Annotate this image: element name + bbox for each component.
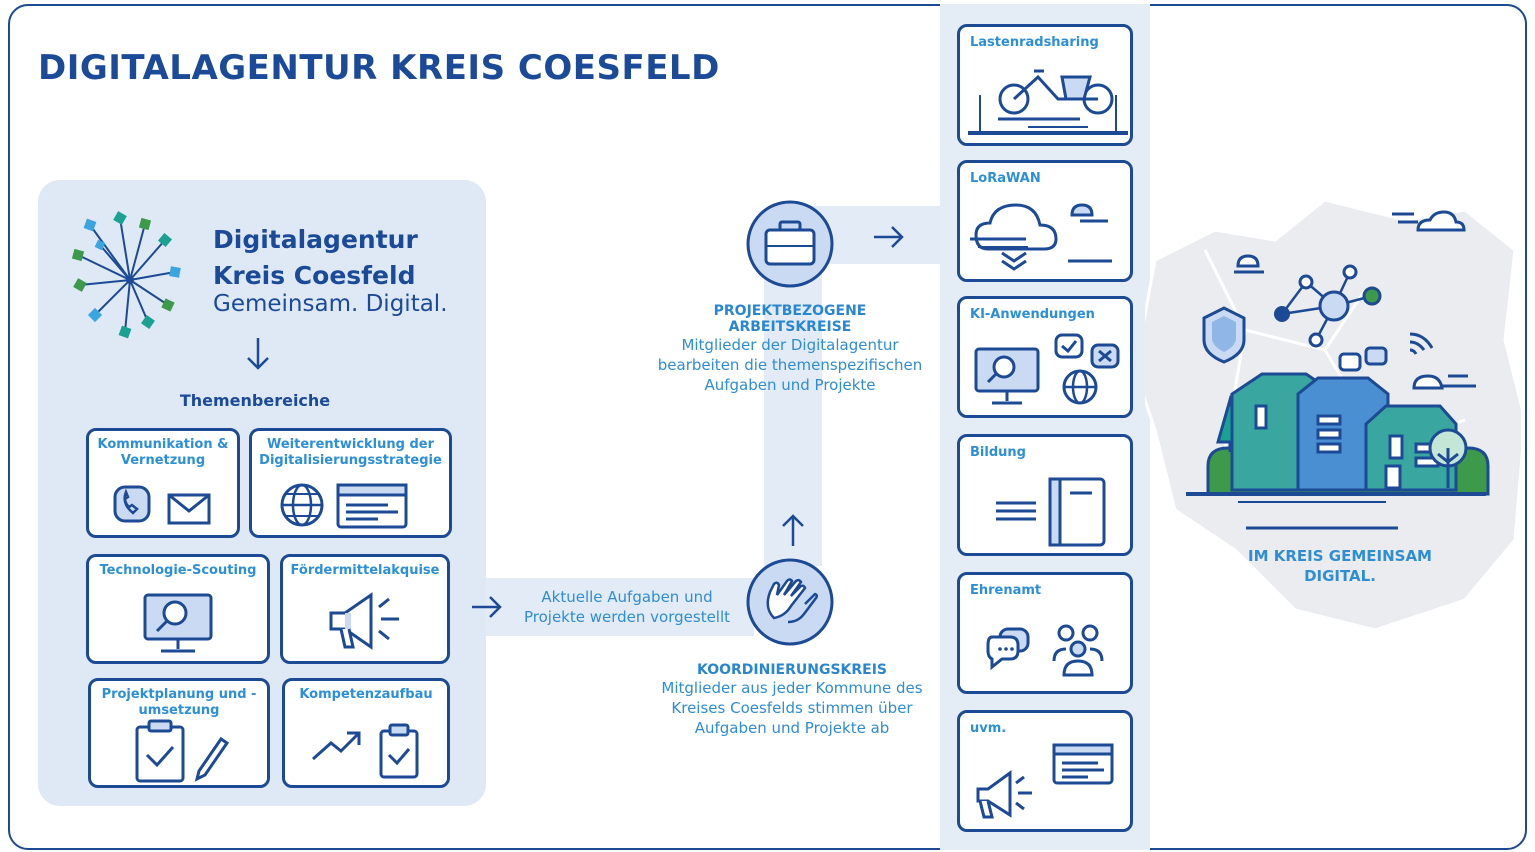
volunteers-icon	[986, 624, 1104, 677]
globe-browser-icon	[280, 483, 408, 529]
ai-apps-icon	[974, 333, 1120, 405]
themenbereiche-heading: Themenbereiche	[179, 391, 331, 410]
monitor-search-icon	[143, 593, 213, 653]
organization-name-line2: Kreis Coesfeld	[213, 261, 416, 290]
project-card-label: uvm.	[970, 721, 1007, 736]
koordinierungskreis-block: KOORDINIERUNGSKREIS Mitglieder aus jeder…	[650, 662, 934, 738]
project-card-label: Lastenradsharing	[970, 35, 1099, 50]
growth-clipboard-icon	[312, 723, 419, 779]
theme-card-label: Kommunikation & Vernetzung	[97, 437, 229, 468]
arbeitskreise-block: PROJEKTBEZOGENE ARBEITSKREISE Mitglieder…	[650, 303, 930, 395]
project-card-bildung: Bildung	[957, 434, 1133, 556]
organization-name: Digitalagentur Kreis Coesfeld	[213, 222, 418, 294]
theme-card-strategie: Weiterentwicklung der Digitalisierungsst…	[249, 428, 452, 538]
presented-text: Aktuelle Aufgaben und Projekte werden vo…	[523, 588, 731, 626]
project-card-lastenradsharing: Lastenradsharing	[957, 24, 1133, 146]
page-title: DIGITALAGENTUR KREIS COESFELD	[38, 48, 720, 88]
theme-card-kompetenzaufbau: Kompetenzaufbau	[282, 678, 450, 788]
megaphone-icon	[329, 592, 399, 650]
theme-card-foerdermittel: Fördermittelakquise	[280, 554, 450, 664]
more-icon	[976, 743, 1114, 819]
project-card-label: LoRaWAN	[970, 171, 1041, 186]
project-card-uvm: uvm.	[957, 710, 1133, 832]
theme-card-label: Projektplanung und -umsetzung	[101, 687, 257, 718]
theme-card-technologie-scouting: Technologie-Scouting	[86, 554, 270, 664]
project-card-label: Bildung	[970, 445, 1026, 460]
briefcase-icon	[746, 200, 834, 288]
arrow-up-icon	[782, 514, 804, 546]
theme-card-label: Fördermittelakquise	[290, 563, 440, 578]
cargo-bike-icon	[968, 69, 1128, 135]
town-network-illustration	[1186, 210, 1490, 530]
project-card-label: KI-Anwendungen	[970, 307, 1095, 322]
arrow-right-icon	[472, 596, 502, 618]
koordinierungskreis-text: Mitglieder aus jeder Kommune des Kreises…	[661, 679, 923, 737]
theme-card-projektplanung: Projektplanung und -umsetzung	[88, 678, 270, 788]
clapping-hands-icon	[746, 558, 834, 646]
final-statement: IM KREIS GEMEINSAM DIGITAL.	[1248, 547, 1432, 585]
digitalagentur-logo-icon	[71, 211, 181, 339]
organization-tagline: Gemeinsam. Digital.	[213, 291, 448, 317]
project-card-ehrenamt: Ehrenamt	[957, 572, 1133, 694]
book-icon	[996, 477, 1106, 547]
koordinierungskreis-heading: KOORDINIERUNGSKREIS	[696, 662, 888, 678]
flow-band-horizontal-lower	[486, 578, 754, 636]
theme-card-label: Kompetenzaufbau	[299, 687, 433, 702]
clipboard-pen-icon	[135, 719, 230, 783]
phone-mail-icon	[113, 485, 211, 525]
theme-card-label: Technologie-Scouting	[99, 563, 257, 578]
project-card-ki-anwendungen: KI-Anwendungen	[957, 296, 1133, 418]
project-card-lorawan: LoRaWAN	[957, 160, 1133, 282]
arrow-down-icon	[247, 338, 269, 370]
theme-card-label: Weiterentwicklung der Digitalisierungsst…	[259, 437, 442, 468]
project-card-label: Ehrenamt	[970, 583, 1042, 598]
cloud-network-icon	[970, 203, 1112, 271]
arrow-right-icon	[874, 226, 904, 248]
arbeitskreise-heading: PROJEKTBEZOGENE ARBEITSKREISE	[713, 303, 867, 335]
theme-card-kommunikation: Kommunikation & Vernetzung	[86, 428, 240, 538]
organization-name-line1: Digitalagentur	[213, 225, 418, 254]
arbeitskreise-text: Mitglieder der Digitalagentur bearbeiten…	[657, 336, 923, 394]
